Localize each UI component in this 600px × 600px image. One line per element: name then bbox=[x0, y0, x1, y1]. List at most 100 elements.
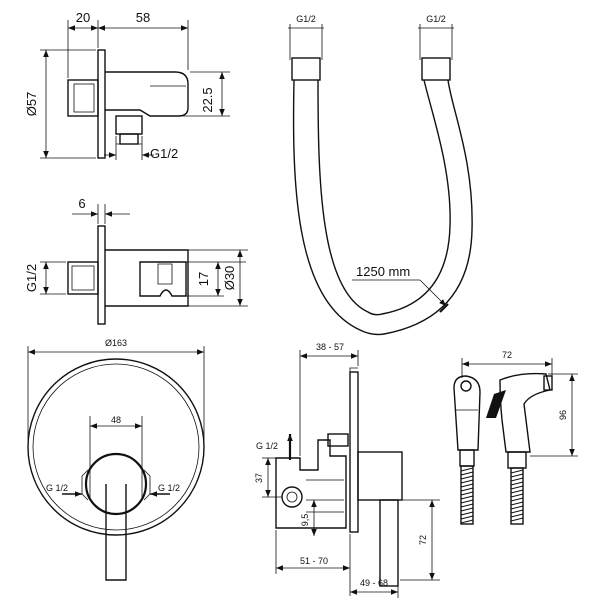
dim-thread-label: G1/2 bbox=[24, 264, 39, 292]
holder2-connector-inner bbox=[71, 265, 95, 291]
dim-diameter-label: Ø30 bbox=[222, 266, 237, 291]
plate-view: Ø163 48 G 1/2 G 1/2 bbox=[27, 338, 205, 581]
plate-outer-circle bbox=[27, 358, 205, 536]
mixer-knob bbox=[84, 452, 148, 516]
hose-coil-stroke bbox=[460, 479, 474, 484]
hose-coil-stroke bbox=[510, 489, 524, 494]
hose-hatch-left bbox=[460, 467, 474, 524]
hose-inner bbox=[317, 79, 451, 316]
handset-height-label: 96 bbox=[558, 410, 568, 420]
dim-51-70-label: 51 - 70 bbox=[300, 556, 328, 566]
dim-length-label: 58 bbox=[136, 10, 150, 25]
dim-height-label: 22.5 bbox=[200, 87, 215, 112]
dim-9-5-label: 9,5 bbox=[300, 514, 310, 527]
holder2-cradle bbox=[139, 261, 187, 297]
holder2-connector bbox=[67, 261, 99, 295]
hose-coil-stroke bbox=[460, 487, 474, 492]
valve-outlet-inner bbox=[286, 491, 298, 503]
leader-arrow bbox=[419, 279, 447, 307]
mixer-plate bbox=[349, 371, 359, 533]
hose-coil-stroke bbox=[460, 483, 474, 488]
holder-wall-plate bbox=[97, 49, 106, 159]
holder-front-view: 6 G1/2 17 Ø30 bbox=[24, 196, 248, 325]
plate-diameter-label: Ø163 bbox=[105, 338, 127, 348]
handset-nozzle bbox=[460, 380, 472, 392]
handset-view: 72 96 bbox=[453, 350, 578, 525]
mixer-lever bbox=[105, 484, 127, 581]
dim-depth-label: 6 bbox=[78, 196, 85, 211]
hose-coil-stroke bbox=[510, 481, 524, 486]
mixer-handle bbox=[379, 499, 399, 587]
hose-fitting-left bbox=[291, 57, 321, 81]
hose-coil-stroke bbox=[510, 473, 524, 478]
holder-outlet-thread bbox=[119, 133, 139, 145]
hose-coil-stroke bbox=[510, 477, 524, 482]
dim-height-label: 17 bbox=[196, 272, 211, 286]
dim-37-label: 37 bbox=[254, 473, 264, 483]
hose-coil-stroke bbox=[510, 501, 524, 506]
holder-outlet bbox=[115, 115, 143, 135]
hose-thread-left: G1/2 bbox=[296, 14, 316, 24]
hose-coil-stroke bbox=[460, 491, 474, 496]
hose-outer bbox=[292, 79, 473, 336]
handset-side-nozzle bbox=[543, 375, 553, 391]
hose-length-label: 1250 mm bbox=[356, 264, 410, 279]
hose-coil-stroke bbox=[460, 503, 474, 508]
hose-coil-stroke bbox=[510, 513, 524, 518]
hose-coil-stroke bbox=[460, 507, 474, 512]
outlet-label: G 1/2 bbox=[256, 441, 278, 451]
hose-coil-stroke bbox=[510, 505, 524, 510]
valve-lines bbox=[306, 479, 344, 513]
valve-top bbox=[327, 433, 349, 447]
hose-thread-right: G1/2 bbox=[426, 14, 446, 24]
holder-connector-inner bbox=[73, 83, 95, 113]
hose-coil-stroke bbox=[460, 515, 474, 520]
inlet-left-mark bbox=[81, 469, 89, 501]
thread-label: G1/2 bbox=[150, 146, 178, 161]
mixer-side-view: G 1/2 38 - 57 37 9,5 72 51 - 70 49 - 68 bbox=[254, 342, 440, 598]
hose-coil-stroke bbox=[510, 493, 524, 498]
handset-trigger bbox=[486, 390, 506, 418]
handset-front-head bbox=[453, 375, 481, 451]
mixer-body bbox=[357, 451, 403, 501]
handset-side-body bbox=[499, 372, 551, 453]
hose-fitting-right bbox=[421, 57, 451, 81]
inlet-right-mark bbox=[143, 469, 151, 501]
hose-coil-stroke bbox=[510, 469, 524, 474]
leader-tick bbox=[439, 303, 449, 313]
inlet-left-label: G 1/2 bbox=[46, 483, 68, 493]
hose-coil-stroke bbox=[460, 495, 474, 500]
handset-hose-right bbox=[510, 467, 524, 525]
hose-coil-stroke bbox=[460, 499, 474, 504]
inlet-right-label: G 1/2 bbox=[158, 483, 180, 493]
dim-top-label: 38 - 57 bbox=[316, 342, 344, 352]
holder-arm bbox=[105, 71, 189, 117]
hose-coil-stroke bbox=[460, 471, 474, 476]
hose-coil-stroke bbox=[460, 511, 474, 516]
handset-side-connector bbox=[507, 451, 527, 469]
hose-hatch-right bbox=[510, 469, 524, 522]
hose-coil-stroke bbox=[510, 497, 524, 502]
holder2-body bbox=[105, 249, 189, 307]
handset-front-connector bbox=[459, 449, 475, 467]
plate-spacing-label: 48 bbox=[111, 415, 121, 425]
hose-coil-stroke bbox=[510, 517, 524, 522]
dim-49-68-label: 49 - 68 bbox=[360, 578, 388, 588]
valve-outlet bbox=[281, 486, 303, 508]
holder2-wall-plate bbox=[97, 225, 106, 325]
plate-inner-circle bbox=[32, 363, 200, 531]
holder-top-view: 20 58 Ø57 22.5 G1/2 bbox=[24, 10, 230, 161]
dim-depth-label: 20 bbox=[76, 10, 90, 25]
hose-coil-stroke bbox=[460, 467, 474, 472]
hose-coil-stroke bbox=[510, 485, 524, 490]
holder-connector bbox=[67, 79, 99, 117]
valve-block bbox=[275, 439, 347, 529]
hose-coil-stroke bbox=[460, 519, 474, 524]
mixer-plate-top bbox=[349, 367, 358, 372]
dim-diameter-label: Ø57 bbox=[24, 92, 39, 117]
hose-view: G1/2 G1/2 1250 mm bbox=[288, 14, 473, 336]
hose-coil-stroke bbox=[510, 509, 524, 514]
dim-72-label: 72 bbox=[418, 535, 428, 545]
handset-width-label: 72 bbox=[502, 350, 512, 360]
